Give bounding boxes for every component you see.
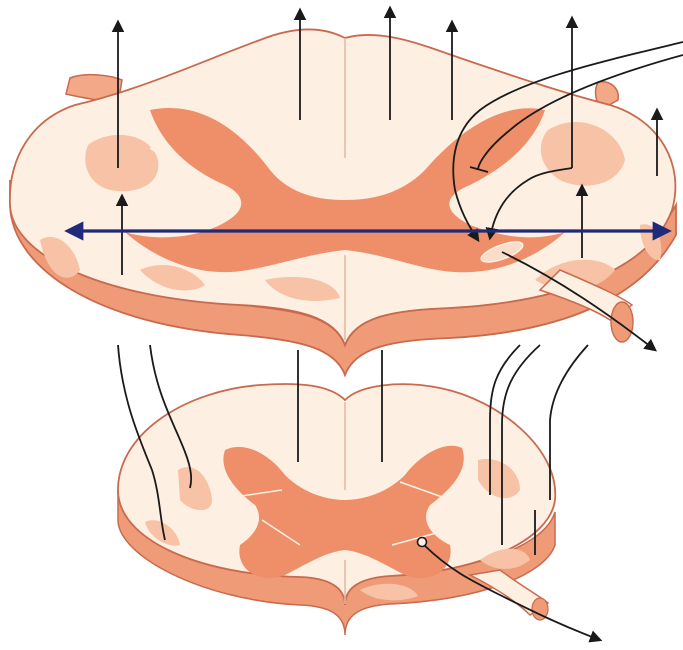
neuron-cell-body-icon (418, 538, 427, 547)
interslice-fiber-right-3 (550, 345, 588, 500)
upper-ventral-nerve-root-cut (611, 302, 633, 342)
upper-spinal-segment (10, 30, 676, 375)
